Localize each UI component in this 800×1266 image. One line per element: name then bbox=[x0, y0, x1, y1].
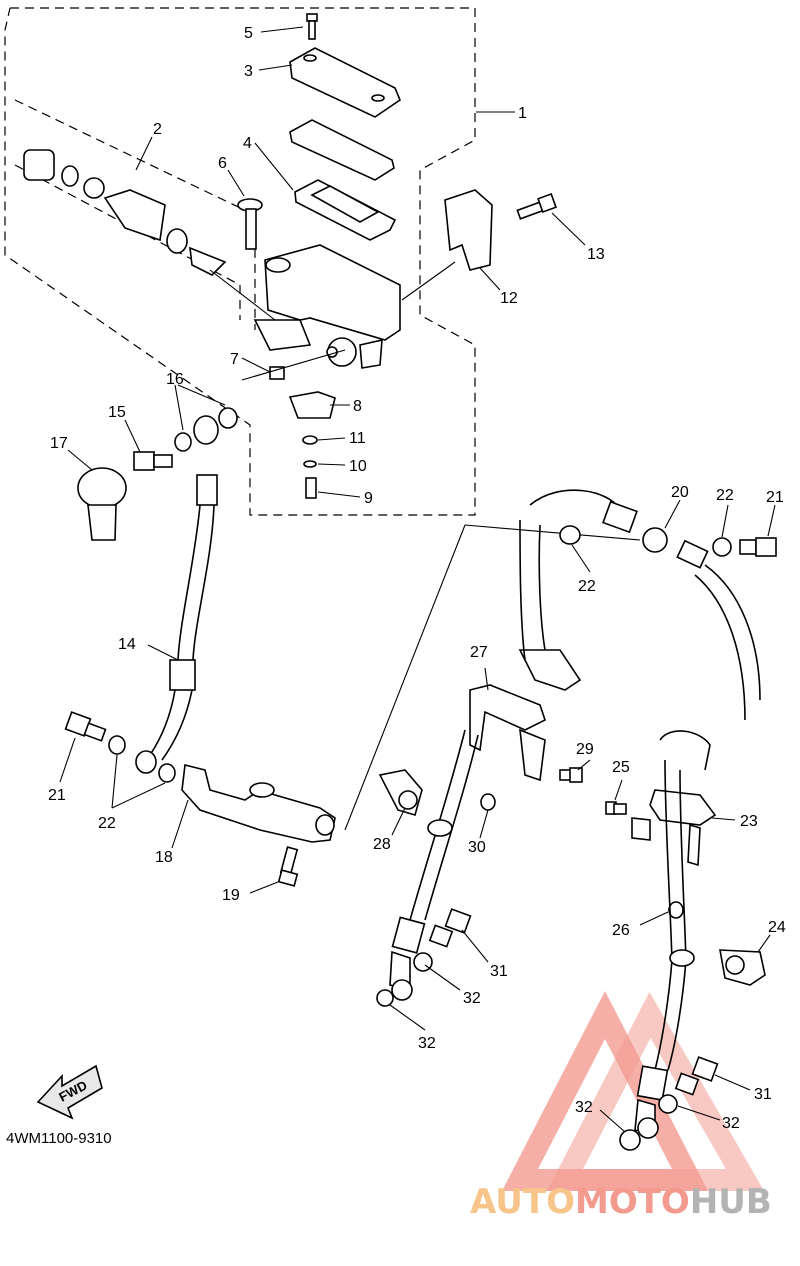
callout-8: 8 bbox=[353, 398, 362, 415]
master-cylinder-group bbox=[23, 13, 586, 499]
fwd-arrow: FWD bbox=[36, 1064, 103, 1120]
callout-24: 24 bbox=[768, 919, 786, 936]
callout-28: 28 bbox=[373, 836, 391, 853]
callout-1: 1 bbox=[518, 105, 527, 122]
callout-15: 15 bbox=[108, 404, 126, 421]
cap-plate bbox=[289, 119, 395, 181]
callout-17: 17 bbox=[50, 435, 68, 452]
right-caliper-hose-group bbox=[599, 730, 771, 1151]
hose-clamp-28 bbox=[378, 769, 423, 816]
callout-10: 10 bbox=[349, 458, 367, 475]
cover-screw bbox=[306, 13, 318, 40]
callout-14: 14 bbox=[118, 636, 136, 653]
union-fitting-20 bbox=[642, 527, 668, 553]
callout-3: 3 bbox=[244, 63, 253, 80]
callout-21-right: 21 bbox=[766, 489, 784, 506]
callout-32-b: 32 bbox=[418, 1035, 436, 1052]
callout-5: 5 bbox=[244, 25, 253, 42]
switch-screw bbox=[305, 477, 317, 499]
three-way-joint bbox=[181, 764, 336, 843]
cylinder-kit bbox=[23, 149, 227, 276]
callout-26: 26 bbox=[612, 922, 630, 939]
svg-text:AUTOMOTOHUB: AUTOMOTOHUB bbox=[470, 1182, 772, 1222]
callout-29: 29 bbox=[576, 741, 594, 758]
hose-guide-23 bbox=[659, 730, 711, 771]
callout-27: 27 bbox=[470, 644, 488, 661]
holder-bolt bbox=[516, 193, 557, 220]
callout-4: 4 bbox=[243, 135, 252, 152]
watermark-part-moto: MOTO bbox=[575, 1182, 690, 1222]
callout-16: 16 bbox=[166, 371, 184, 388]
callout-20: 20 bbox=[671, 484, 689, 501]
callout-9: 9 bbox=[364, 490, 373, 507]
hose-guide-27 bbox=[469, 684, 546, 752]
pivot-bolt bbox=[237, 198, 263, 250]
callout-30: 30 bbox=[468, 839, 486, 856]
callout-22-right: 22 bbox=[716, 487, 734, 504]
master-cylinder-assembly-outline bbox=[4, 7, 476, 516]
callout-22-left: 22 bbox=[98, 815, 116, 832]
watermark-part-auto: AUTO bbox=[470, 1182, 575, 1222]
master-cylinder-holder bbox=[444, 189, 493, 271]
union-bolt-21-right bbox=[739, 539, 757, 555]
callout-18: 18 bbox=[155, 849, 173, 866]
callout-25: 25 bbox=[612, 759, 630, 776]
callout-7: 7 bbox=[230, 351, 239, 368]
callout-12: 12 bbox=[500, 290, 518, 307]
watermark-part-hub: HUB bbox=[690, 1182, 772, 1222]
grommet-26 bbox=[668, 901, 684, 919]
callout-23: 23 bbox=[740, 813, 758, 830]
union-bolt-31-left bbox=[444, 908, 472, 934]
callout-2: 2 bbox=[153, 121, 162, 138]
union-bolt-15 bbox=[133, 451, 155, 471]
assembly-outlines bbox=[4, 7, 476, 516]
callout-19: 19 bbox=[222, 887, 240, 904]
union-bolt-31-right bbox=[691, 1056, 719, 1082]
callout-labels: 5 3 1 2 4 6 13 12 7 16 8 15 11 17 10 9 2… bbox=[48, 25, 786, 1132]
pivot-nut bbox=[269, 366, 285, 380]
brake-switch bbox=[288, 391, 336, 419]
rubber-cap bbox=[77, 467, 127, 509]
diagram-code: 4WM1100-9310 bbox=[6, 1130, 112, 1147]
callout-32-a: 32 bbox=[463, 990, 481, 1007]
brake-hose-14 bbox=[177, 504, 215, 661]
left-caliper-hose-group bbox=[376, 649, 591, 1031]
callout-32-c: 32 bbox=[575, 1099, 593, 1116]
grommet-30 bbox=[480, 793, 496, 811]
callout-11: 11 bbox=[349, 430, 366, 447]
crossover-hose-group bbox=[519, 489, 777, 721]
callout-6: 6 bbox=[218, 155, 227, 172]
callout-31-right: 31 bbox=[754, 1086, 772, 1103]
joint-group bbox=[59, 524, 641, 894]
callout-13: 13 bbox=[587, 246, 605, 263]
upper-hose-group bbox=[67, 349, 346, 761]
callout-22-middle: 22 bbox=[578, 578, 596, 595]
callout-21-left: 21 bbox=[48, 787, 66, 804]
callout-31-left: 31 bbox=[490, 963, 508, 980]
master-cylinder-body bbox=[264, 244, 401, 341]
callout-32-d: 32 bbox=[722, 1115, 740, 1132]
